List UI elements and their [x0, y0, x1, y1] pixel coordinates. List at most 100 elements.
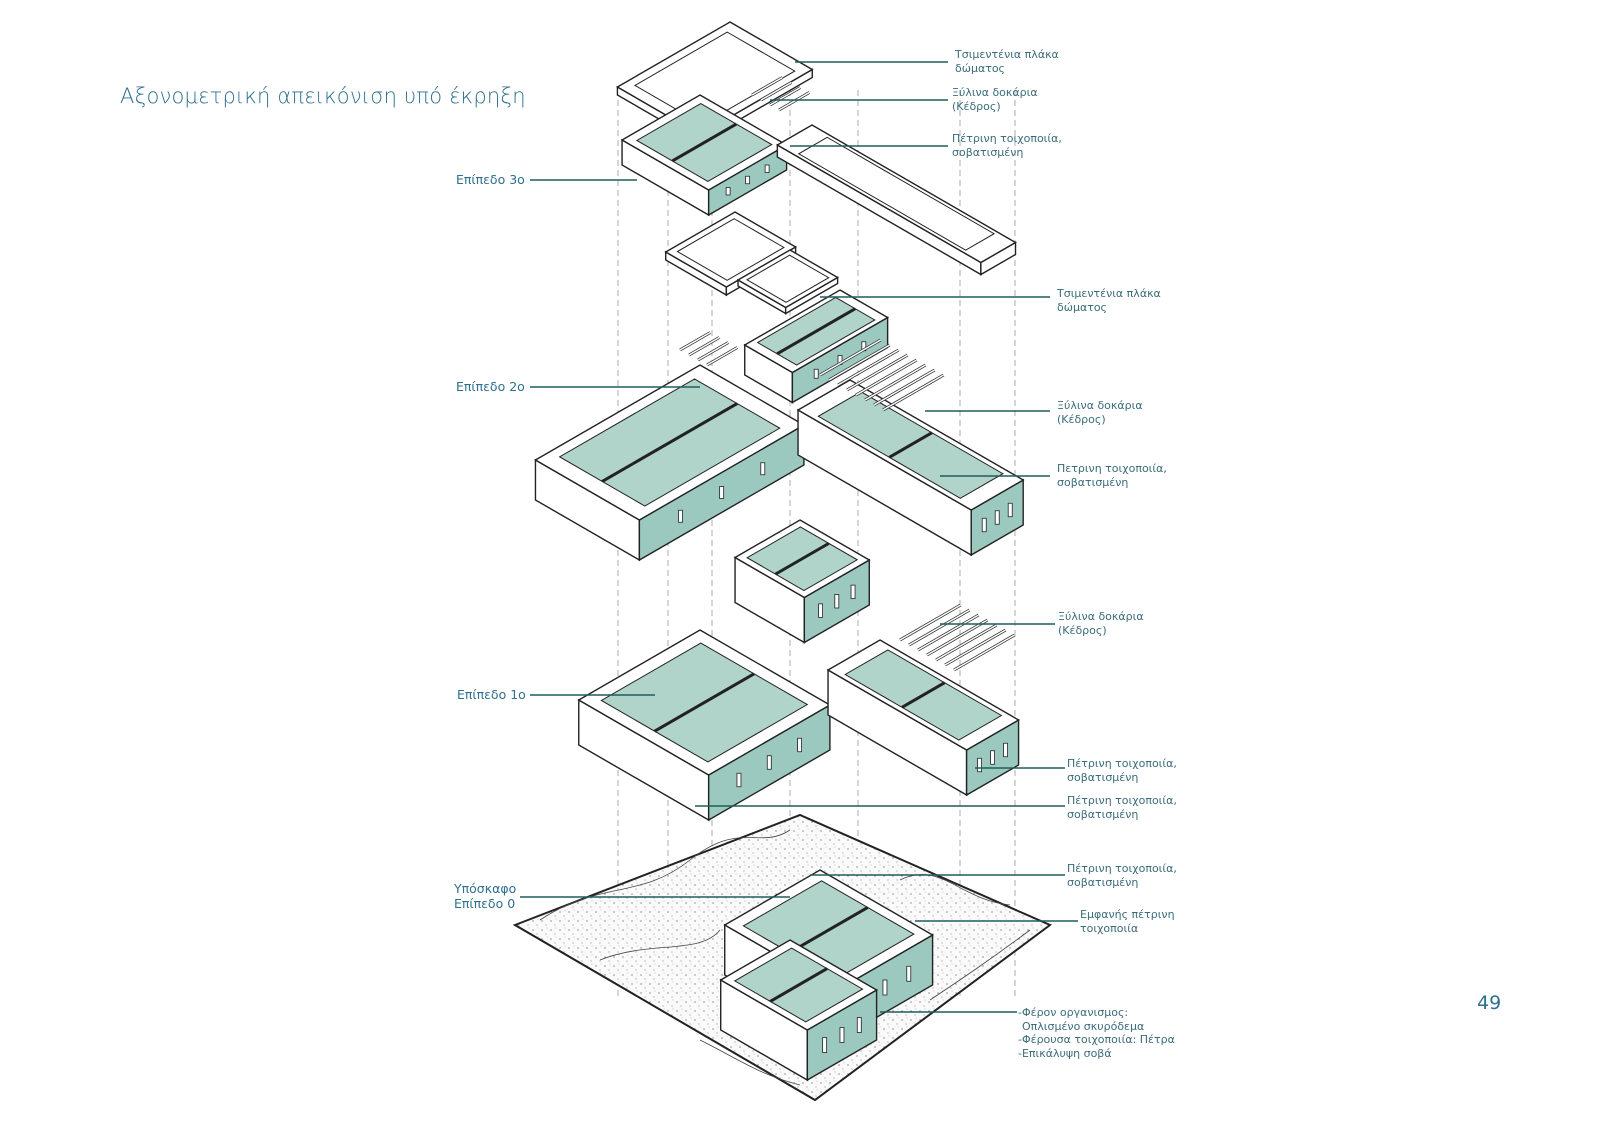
level-0-label-line2: Επίπεδο 0: [454, 896, 516, 911]
partition-wall: [788, 906, 869, 954]
timber-beam-highlight: [819, 339, 881, 376]
timber-beam-highlight: [944, 629, 1006, 666]
annotation-line: -Φέρουσα τοιχοποιία: Πέτρα: [1018, 1033, 1175, 1046]
contour-line: [699, 1039, 801, 1086]
slab-parapet: [797, 136, 996, 251]
annotation-line: Πετρινη τοιχοποιία,: [1057, 462, 1167, 475]
annotation-structure: -Φέρον οργανισμος:Οπλισμένο σκυρόδεμα-Φέ…: [1018, 1006, 1175, 1060]
partition-wall: [776, 307, 856, 356]
level-0-label-line1: Υπόσκαφο: [454, 881, 517, 896]
annotation-line: σοβατισμένη: [1057, 475, 1129, 489]
annotation-beams-2: Ξύλινα δοκάρια(Κέδρος): [1057, 399, 1143, 426]
partition-wall: [653, 672, 755, 733]
window: [1007, 502, 1013, 518]
window: [745, 175, 751, 185]
timber-beam-highlight: [697, 341, 729, 361]
window: [818, 603, 823, 618]
timber-beam-highlight: [778, 91, 810, 111]
level-2-beams-left: [679, 331, 739, 367]
partition-wall: [769, 967, 828, 1003]
annotation-line: σοβατισμένη: [1067, 807, 1139, 821]
annotation-line: Πέτρινη τοιχοποιία,: [952, 132, 1062, 145]
annotation-line: σοβατισμένη: [952, 145, 1024, 159]
level-2-pergola-beams: [819, 338, 945, 412]
annotation-line: Πέτρινη τοιχοποιία,: [1067, 862, 1177, 875]
window: [736, 772, 742, 788]
timber-beam-highlight: [751, 76, 783, 96]
window: [977, 757, 982, 773]
timber-beam-highlight: [769, 86, 801, 106]
level-2-left-wing: [534, 364, 806, 562]
level-2-roof-slab-b: [736, 249, 840, 315]
window: [760, 462, 766, 476]
annotation-beams-1: Ξύλινα δοκάρια(Κέδρος): [1058, 610, 1144, 637]
level-1-label: Επίπεδο 1ο: [457, 687, 526, 702]
partition-wall: [888, 431, 933, 459]
timber-beam-highlight: [760, 81, 792, 101]
window: [678, 509, 683, 523]
level-2-label: Επίπεδο 2ο: [456, 379, 525, 394]
leader-lines: [520, 61, 1078, 1013]
annotation-line: Πέτρινη τοιχοποιία,: [1067, 794, 1177, 807]
level-1-west-block: [577, 629, 832, 822]
level-1-east-block: [826, 639, 1020, 797]
annotation-line: σοβατισμένη: [1067, 875, 1139, 889]
annotation-line: -Φέρον οργανισμος:: [1018, 1006, 1129, 1019]
partition-wall: [601, 402, 738, 483]
level-1-pergola-beams: [899, 603, 1016, 672]
level-3-block: [620, 94, 788, 217]
window: [822, 1037, 828, 1053]
contour-line: [929, 929, 1031, 1001]
page-number: 49: [1477, 992, 1502, 1014]
annotation-line: σοβατισμένη: [1067, 770, 1139, 784]
timber-beam-highlight: [688, 336, 720, 356]
annotation-line: Ξύλινα δοκάρια: [1057, 399, 1143, 412]
annotation-line: Οπλισμένο σκυρόδεμα: [1022, 1019, 1145, 1033]
window: [1003, 742, 1008, 758]
window: [839, 1027, 845, 1043]
annotation-wall-2: Πετρινη τοιχοποιία,σοβατισμένη: [1057, 462, 1167, 489]
annotation-line: -Επικάλυψη σοβά: [1018, 1046, 1112, 1060]
level-2-right-wing: [796, 379, 1025, 557]
annotation-line: Τσιμεντένια πλάκα: [955, 48, 1059, 61]
slab-parapet: [676, 218, 785, 281]
timber-beam-highlight: [917, 614, 979, 651]
timber-beam-highlight: [855, 359, 917, 396]
window: [856, 1017, 862, 1033]
window: [797, 737, 802, 753]
timber-beam-highlight: [828, 344, 890, 381]
timber-beam-highlight: [864, 364, 926, 401]
window: [813, 368, 819, 379]
partition-wall: [901, 681, 946, 709]
level-2-upper-block: [743, 289, 890, 404]
annotation-line: τοιχοποιία: [1080, 921, 1139, 935]
annotation-wall-1a: Πέτρινη τοιχοποιία,σοβατισμένη: [1067, 757, 1177, 784]
window: [766, 755, 772, 770]
level-0-label: Υπόσκαφο Επίπεδο 0: [454, 881, 516, 911]
page-title: Αξονομετρική απεικόνιση υπό έκρηξη: [120, 84, 526, 108]
timber-beam-highlight: [882, 374, 944, 411]
contour-line: [599, 929, 721, 961]
level-3-terrace-slab: [775, 124, 1017, 276]
timber-beam-highlight: [873, 369, 935, 406]
window: [834, 594, 840, 609]
window: [764, 164, 770, 173]
annotation-line: Τσιμεντένια πλάκα: [1057, 287, 1161, 300]
window: [990, 750, 995, 765]
annotation-line: Ξύλινα δοκάρια: [1058, 610, 1144, 623]
timber-beam-highlight: [846, 354, 908, 391]
annotation-line: (Κέδρος): [952, 99, 1001, 113]
basement-block-b: [719, 939, 878, 1082]
annotation-line: δώματος: [955, 61, 1005, 75]
building-volumes: [534, 21, 1025, 1082]
annotation-beams-3: Ξύλινα δοκάρια(Κέδρος): [952, 86, 1038, 113]
level-3-beams: [751, 76, 811, 112]
level-1-upper-block: [733, 519, 871, 644]
timber-beam-highlight: [926, 619, 988, 656]
annotation-line: δώματος: [1057, 300, 1107, 314]
timber-beam-highlight: [679, 331, 711, 351]
timber-beam-highlight: [908, 609, 970, 646]
